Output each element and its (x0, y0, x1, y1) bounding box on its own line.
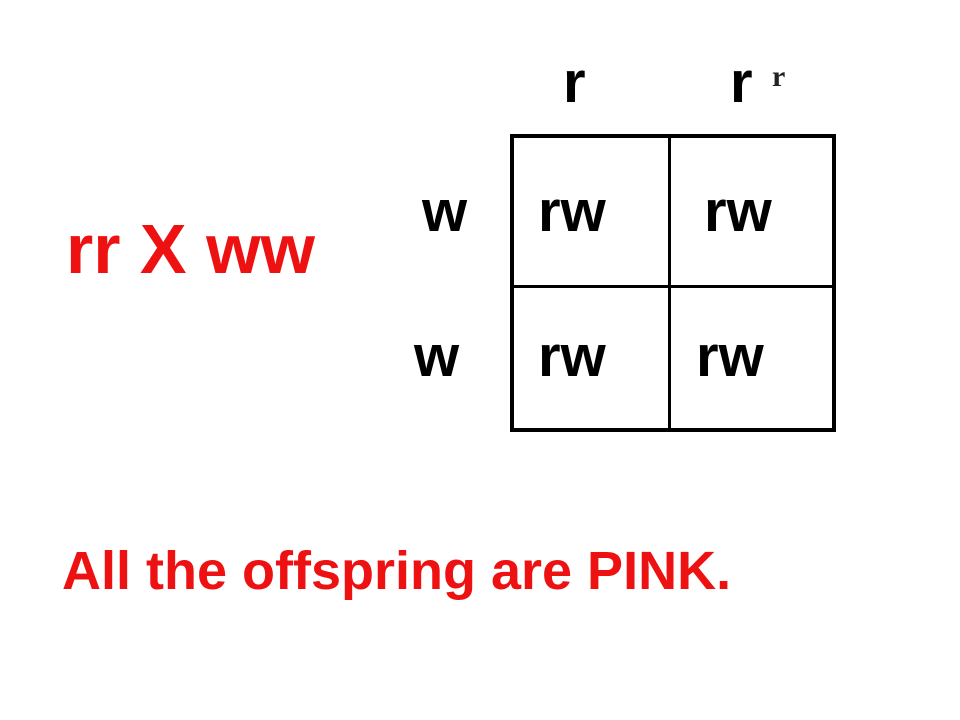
stray-glyph: r (772, 60, 786, 93)
column-header-allele: r (730, 50, 753, 115)
grid-divider-vertical (668, 134, 671, 432)
punnett-cell: rw (704, 179, 772, 244)
column-header-allele: r (563, 50, 586, 115)
conclusion-text: All the offspring are PINK. (62, 541, 732, 601)
cross-notation: rr X ww (66, 210, 315, 288)
punnett-cell: rw (696, 324, 764, 389)
row-header-allele: w (422, 179, 468, 244)
punnett-grid (510, 134, 836, 432)
punnett-cell: rw (538, 324, 606, 389)
punnett-cell: rw (538, 179, 606, 244)
grid-divider-horizontal (510, 285, 836, 288)
row-header-allele: w (414, 324, 460, 389)
